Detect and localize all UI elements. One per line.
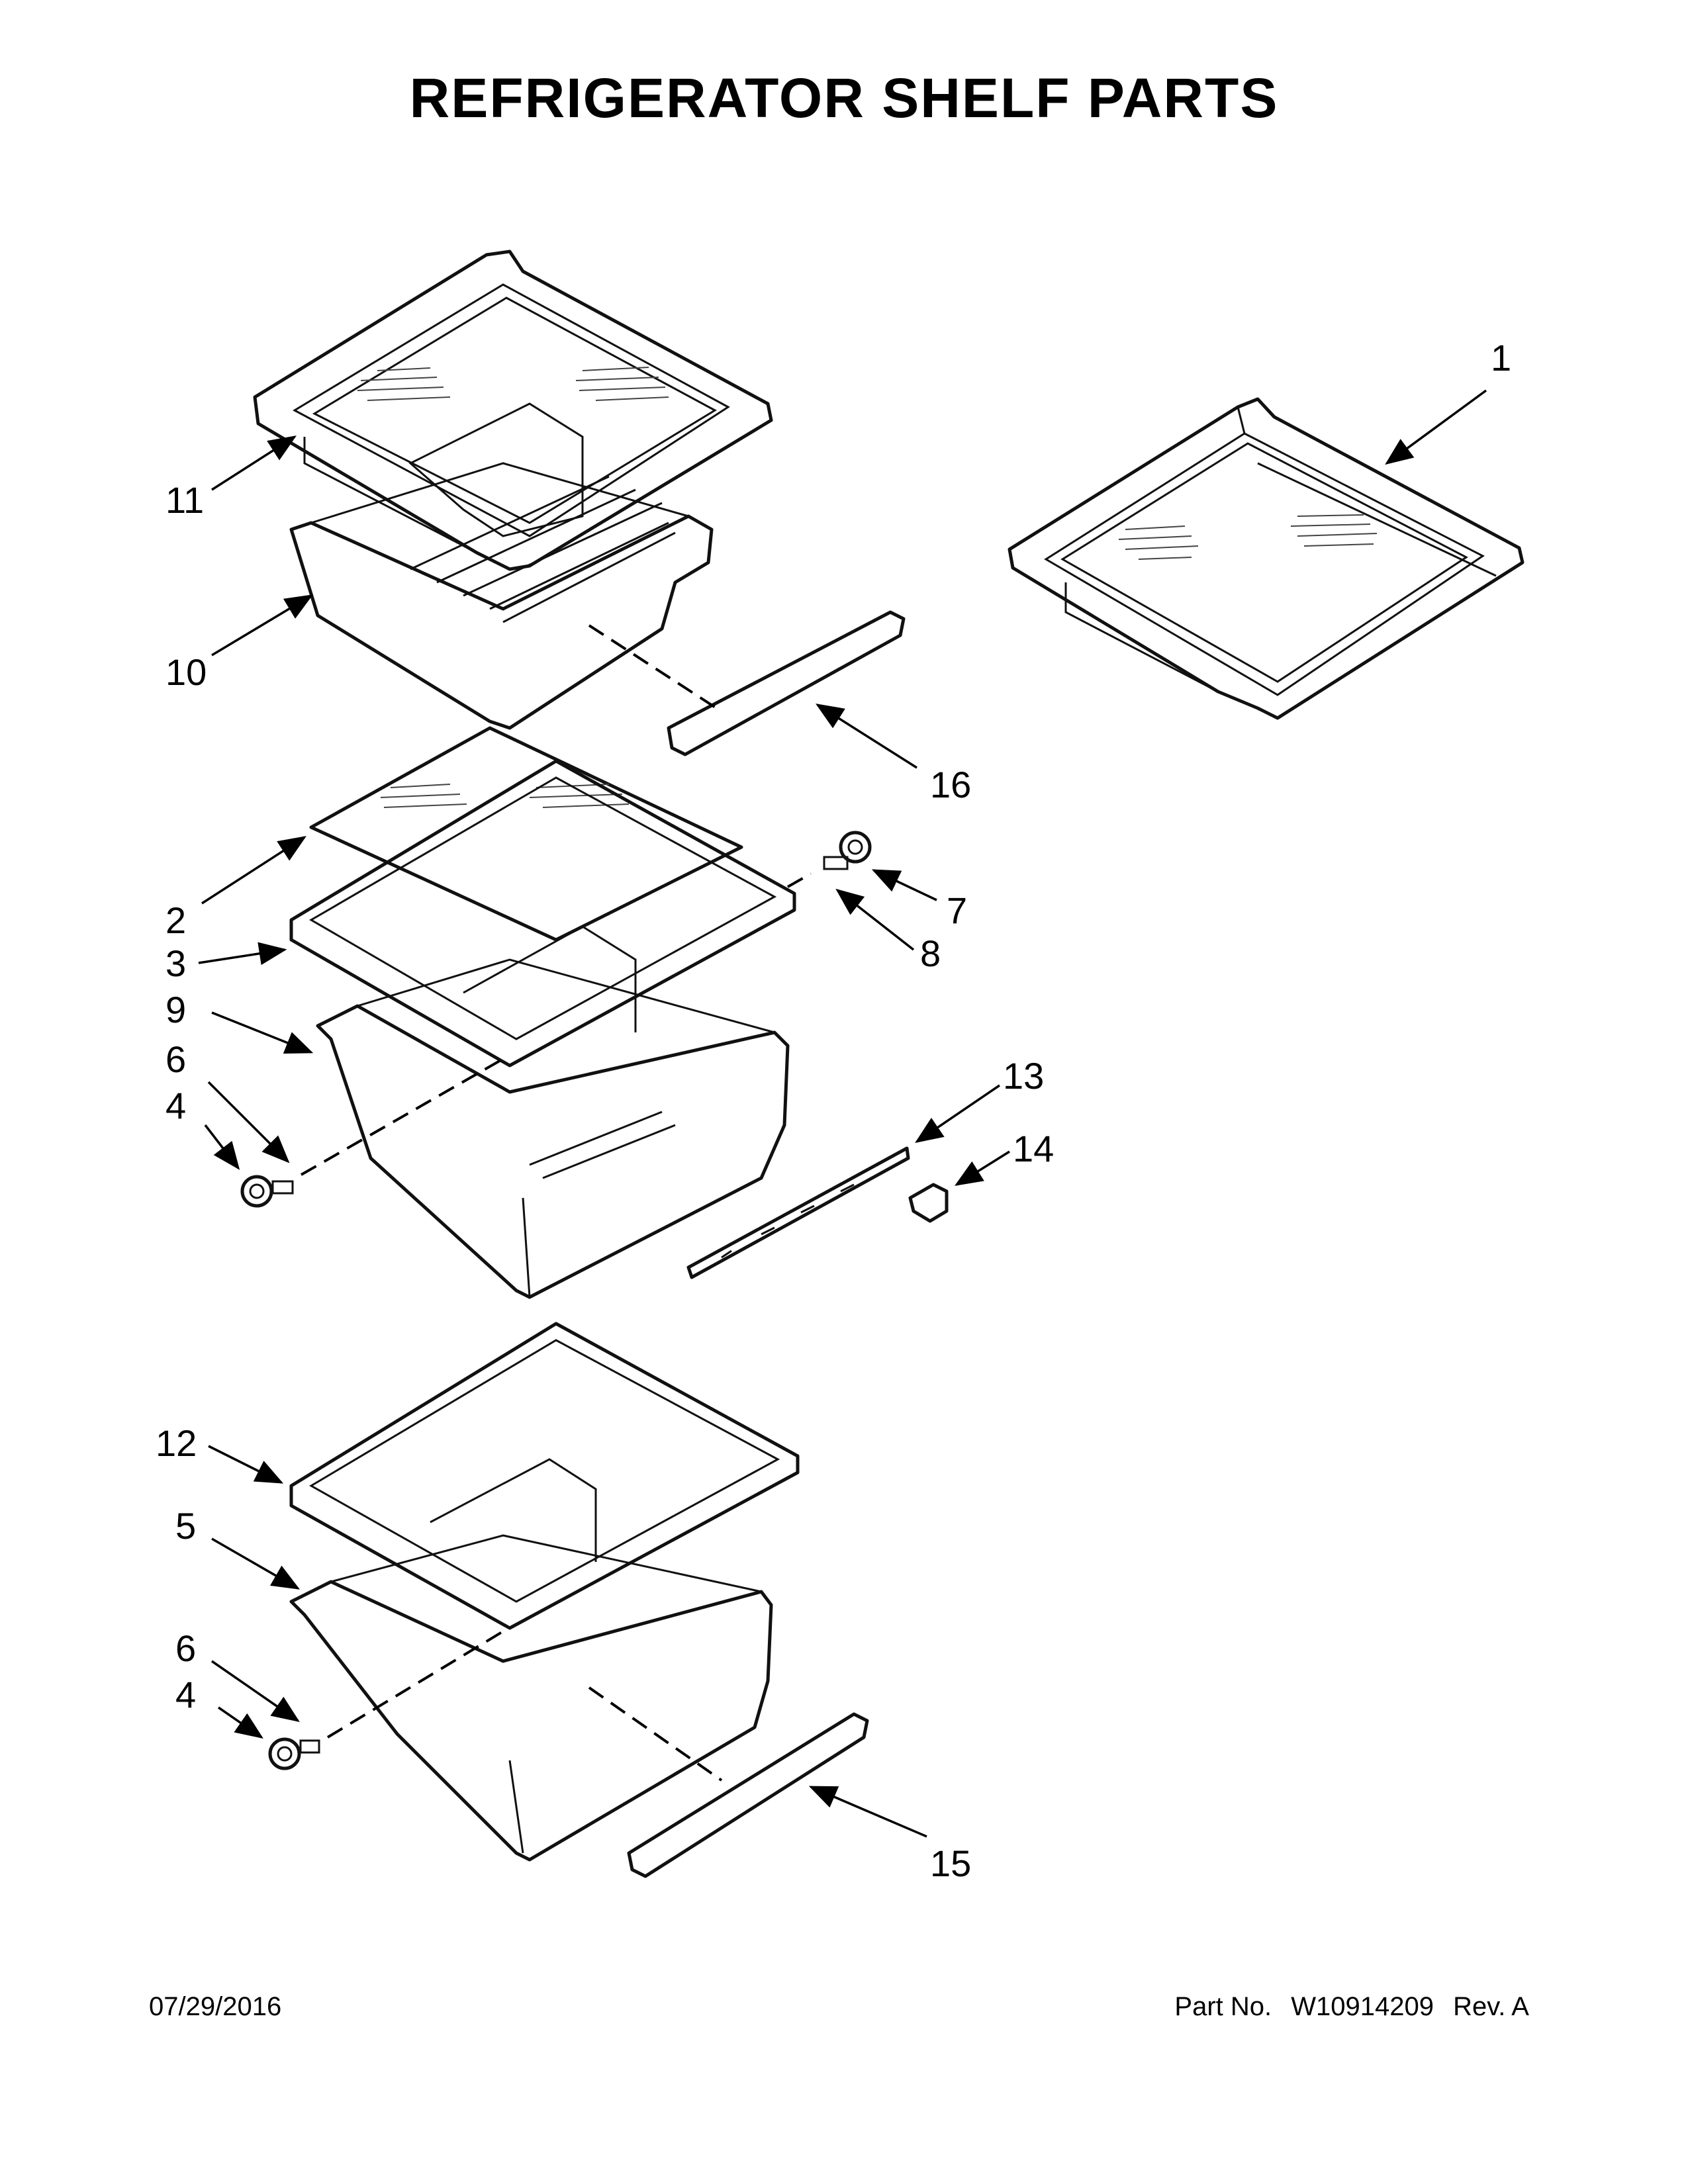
callout-10: 10	[165, 651, 207, 693]
wheel-4-middle-illustration	[240, 1175, 294, 1208]
rail-13-illustration	[686, 1146, 910, 1279]
part-number: W10914209	[1291, 1992, 1434, 2021]
callout-5: 5	[175, 1505, 196, 1547]
callout-6: 6	[165, 1038, 186, 1080]
trim-bar-16-illustration	[667, 610, 906, 756]
frame-12-illustration	[289, 1322, 800, 1630]
glass-panel-2-illustration	[309, 726, 743, 942]
footer-date: 07/29/2016	[149, 1992, 282, 2021]
callout-11: 11	[165, 479, 204, 521]
callout-6-lower: 6	[175, 1627, 196, 1669]
drawer-10-illustration	[289, 462, 714, 730]
shelf-1-illustration	[1008, 397, 1524, 720]
callout-15: 15	[930, 1843, 971, 1884]
wheel-4-lower-illustration	[268, 1737, 320, 1770]
callout-12: 12	[156, 1422, 197, 1464]
part-number-label: Part No.	[1174, 1992, 1272, 2021]
leader-lines	[198, 389, 1487, 1838]
footer-part-info: Part No. W10914209 Rev. A	[1162, 1992, 1529, 2022]
frame-3-illustration	[289, 759, 796, 1068]
assembly-lines	[301, 624, 812, 1782]
callout-8: 8	[920, 933, 941, 974]
revision: Rev. A	[1453, 1992, 1529, 2021]
clip-14-illustration	[908, 1183, 949, 1223]
callout-9: 9	[165, 989, 186, 1030]
wheel-7-illustration	[823, 831, 872, 870]
callout-4-lower: 4	[175, 1674, 196, 1715]
callout-3: 3	[165, 942, 186, 984]
page-title: REFRIGERATOR SHELF PARTS	[409, 67, 1279, 129]
shelf-11-illustration	[253, 250, 773, 571]
callout-16: 16	[930, 764, 971, 805]
drawer-9-illustration	[316, 958, 790, 1299]
trim-bar-15-illustration	[627, 1712, 869, 1878]
callout-2: 2	[165, 899, 186, 941]
callout-labels: 1 11 10 16 2 7 3 8 9 6 4 13 14 12 5 6 4 …	[156, 337, 1511, 1884]
callout-13: 13	[1003, 1055, 1044, 1097]
callout-14: 14	[1013, 1128, 1054, 1169]
callout-4: 4	[165, 1085, 186, 1126]
callout-7: 7	[947, 889, 967, 931]
callout-1: 1	[1491, 337, 1511, 379]
